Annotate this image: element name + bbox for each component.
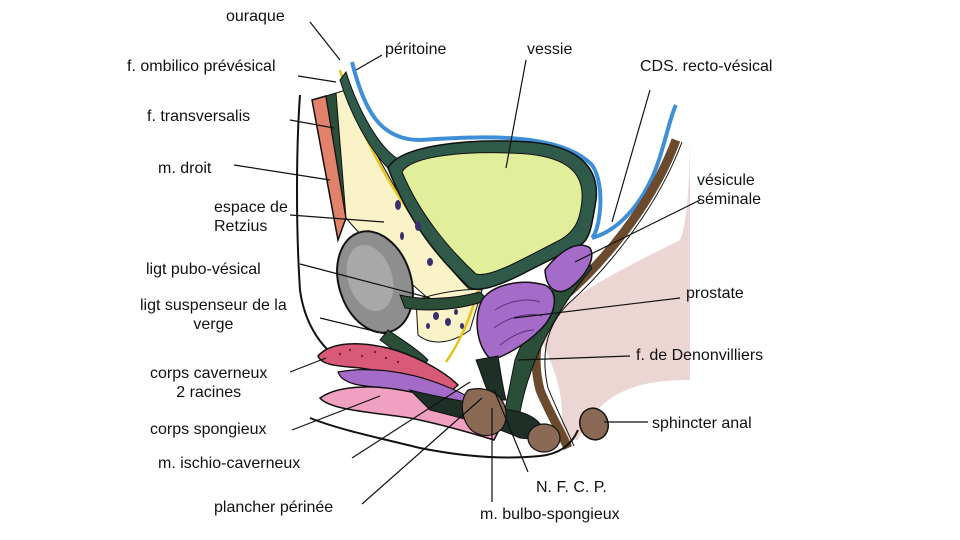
label-f-transversalis: f. transversalis [147,108,251,125]
label-ligt-pubo-vesical: ligt pubo-vésical [146,261,261,278]
label-espace-retzius: espace de Retzius [214,199,288,235]
cavernosum-dots [338,348,400,364]
label-sphincter-anal: sphincter anal [652,415,752,432]
label-peritoine: péritoine [385,41,447,58]
seminal-vesicle [544,244,593,293]
peritoneum [350,61,603,240]
urethra-dark [475,355,507,401]
label-ligt-suspenseur: ligt suspenseur de la verge [140,297,287,333]
label-corps-caverneux: corps caverneux 2 racines [150,365,268,401]
prostate [476,281,555,361]
label-m-ischio-caverneux: m. ischio-caverneux [158,455,301,472]
peritoneum-posterior [591,104,678,240]
label-vesicule-seminale: vésicule séminale [697,172,762,208]
label-cds-recto-vesical: CDS. recto-vésical [640,58,773,75]
retzius-vessels [395,200,464,329]
bladder-lumen [401,152,583,275]
label-f-ombilico-prevesical: f. ombilico prévésical [127,58,276,75]
perineal-skin-outline [309,417,579,459]
label-plancher-perinee: plancher périnée [214,499,334,516]
pubic-bone-inner [346,244,394,312]
rectum-fill [540,135,690,440]
label-ouraque: ouraque [226,8,285,25]
label-vessie: vessie [527,41,573,58]
central-tendon [527,423,561,453]
label-f-denonvilliers: f. de Denonvilliers [636,347,764,364]
label-corps-spongieux: corps spongieux [150,421,267,438]
bulb-of-penis [461,388,507,437]
label-m-droit: m. droit [158,160,212,177]
label-prostate: prostate [686,285,744,302]
rectum-anterior-wall-outline [544,141,683,447]
label-nfcp: N. F. C. P. [536,479,607,496]
anal-sphincter [579,407,609,441]
label-m-bulbo-spongieux: m. bulbo-spongieux [480,506,620,523]
abdominal-skin-outline [296,94,341,361]
leader-lines [233,21,701,505]
